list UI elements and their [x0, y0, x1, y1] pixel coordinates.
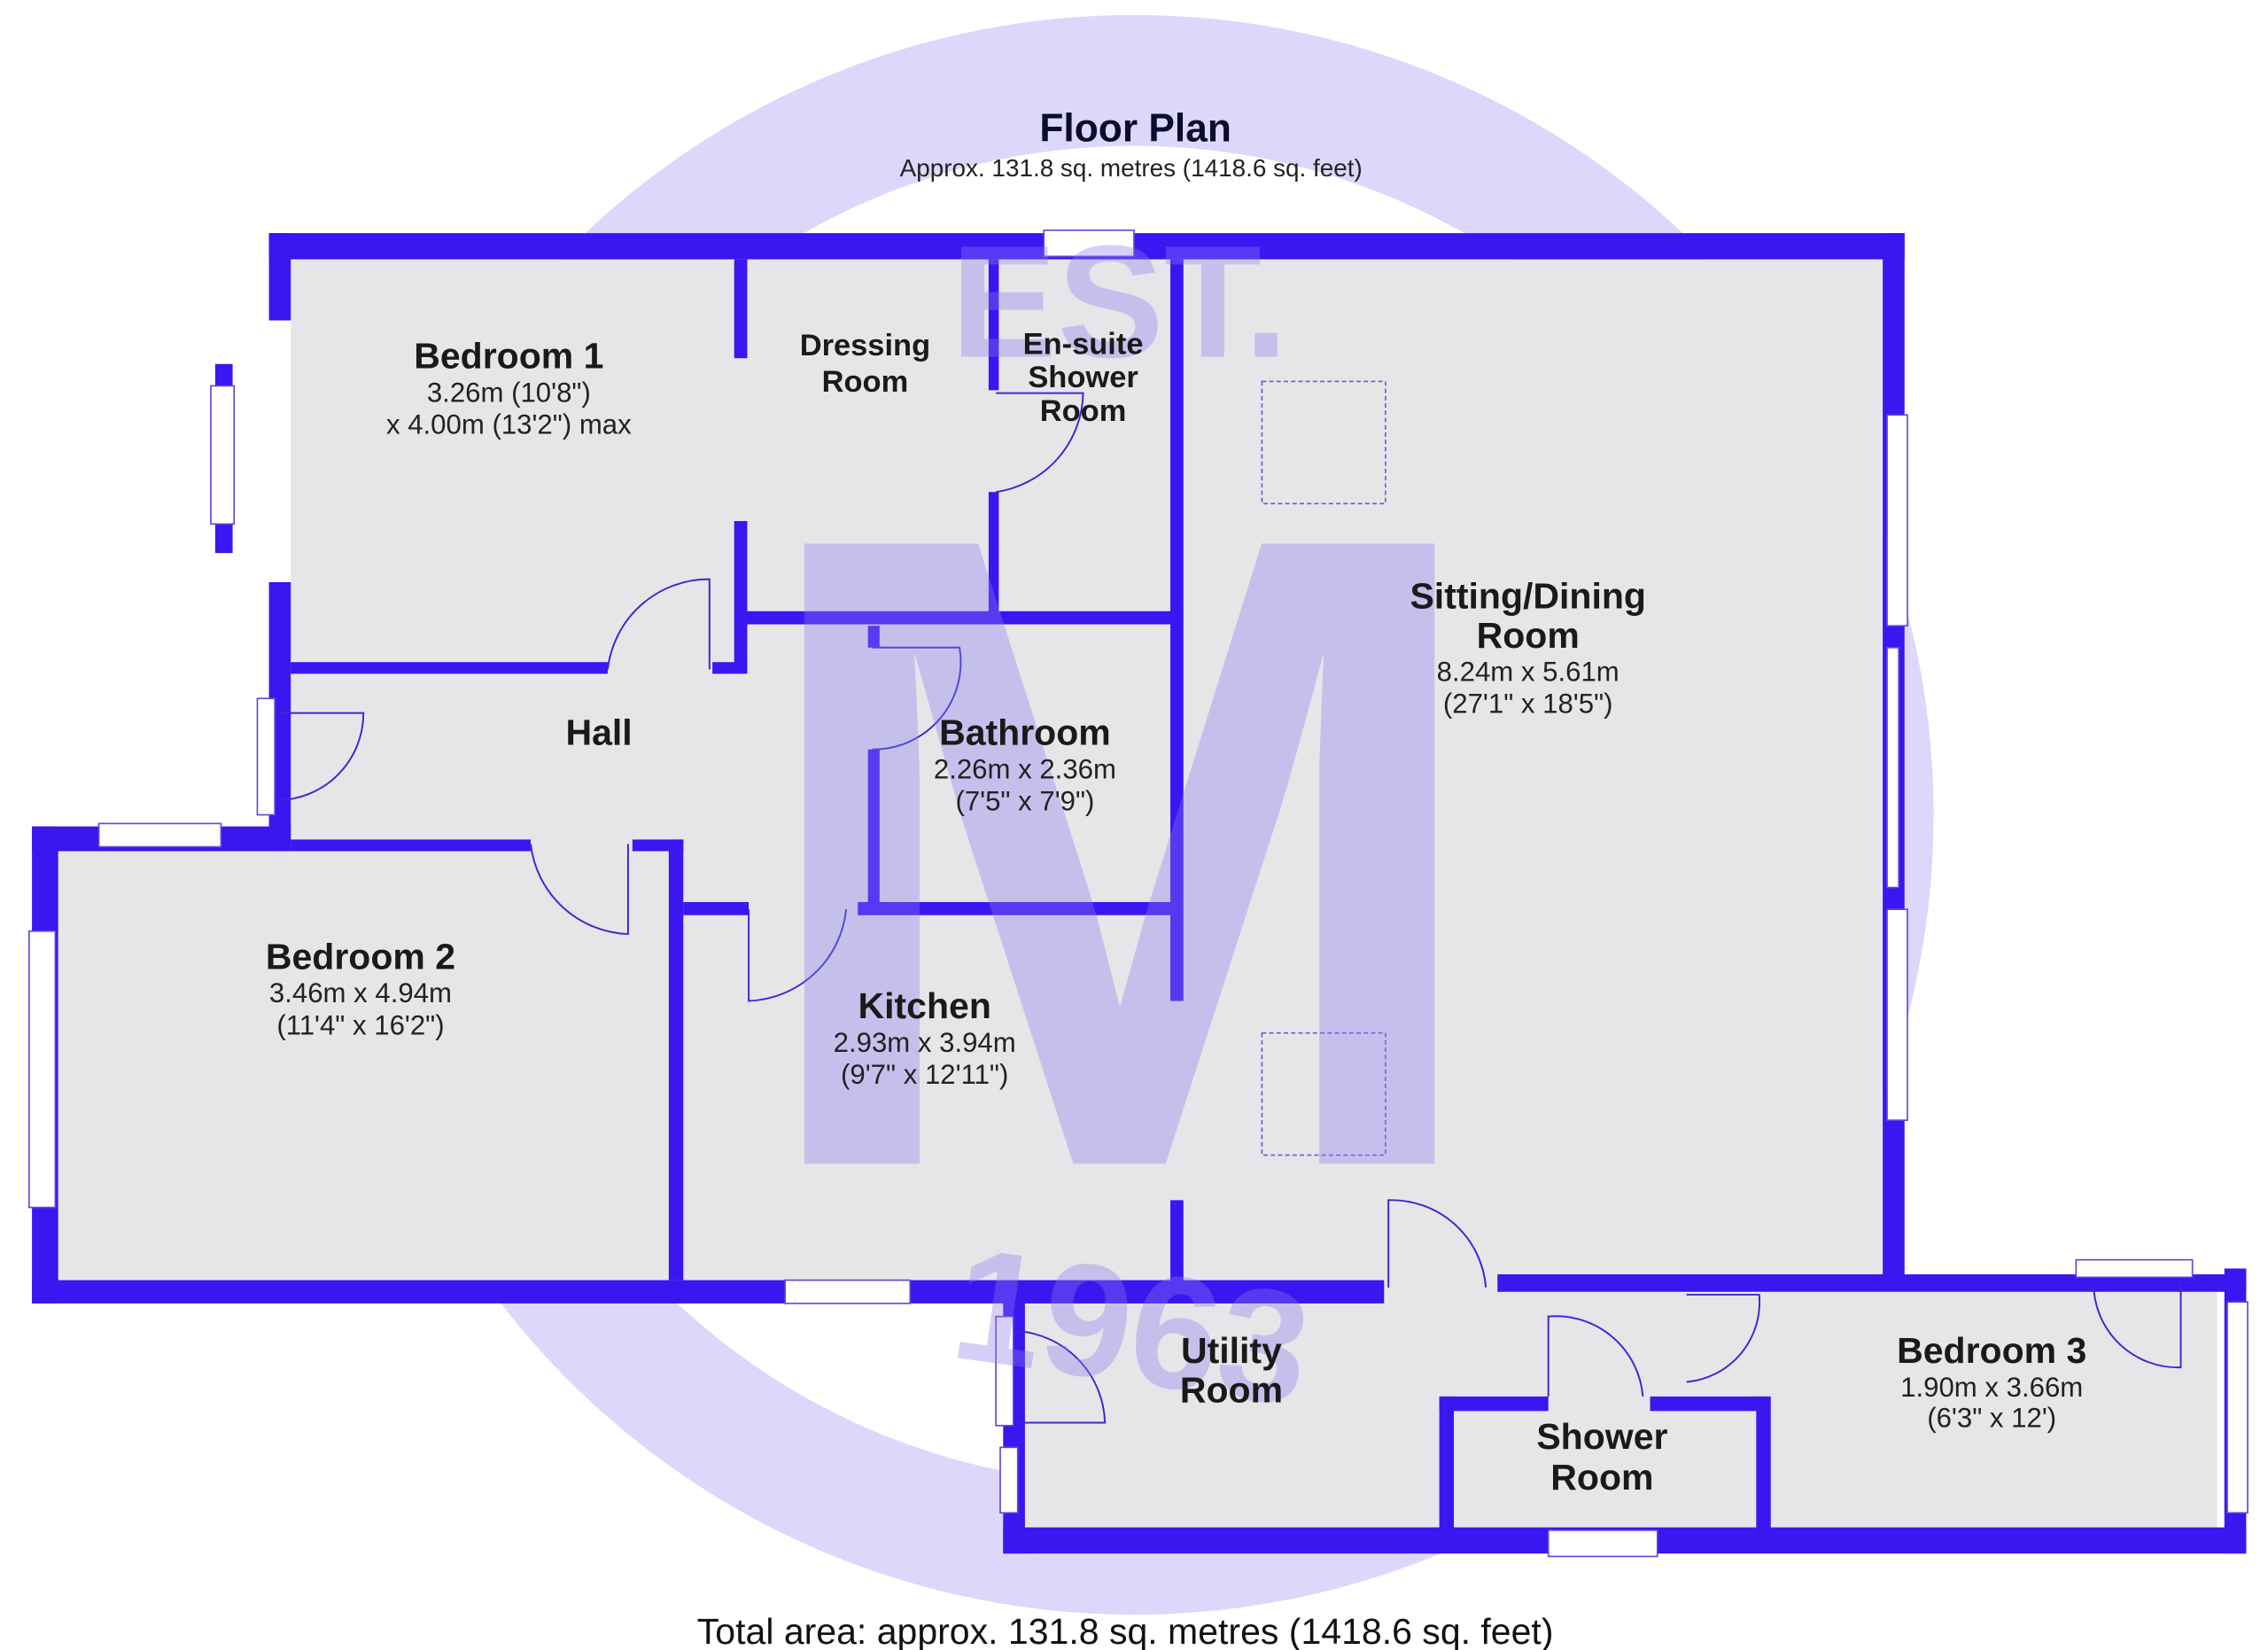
- svg-text:Dressing: Dressing: [800, 329, 930, 362]
- room-utility: Utility Room: [1180, 1330, 1283, 1410]
- svg-text:EST.: EST.: [951, 214, 1288, 392]
- room-dressing: Dressing Room: [800, 329, 930, 399]
- svg-text:Shower: Shower: [1028, 361, 1138, 394]
- watermark-overlay: M EST. 1963: [744, 214, 1495, 1441]
- room-hall: Hall: [565, 712, 632, 753]
- svg-text:2.93m x 3.94m: 2.93m x 3.94m: [834, 1027, 1016, 1058]
- svg-text:Room: Room: [1040, 394, 1127, 428]
- svg-text:Room: Room: [822, 365, 909, 399]
- svg-text:Bedroom 3: Bedroom 3: [1897, 1330, 2086, 1371]
- room-sitting-dining: Sitting/Dining Room 8.24m x 5.61m (27'1"…: [1410, 575, 1646, 719]
- svg-text:Room: Room: [1550, 1457, 1653, 1498]
- svg-text:Bedroom 1: Bedroom 1: [414, 336, 603, 377]
- svg-text:Sitting/Dining: Sitting/Dining: [1410, 575, 1646, 616]
- svg-text:Utility: Utility: [1181, 1330, 1282, 1371]
- room-bathroom: Bathroom 2.26m x 2.36m (7'5" x 7'9"): [934, 712, 1116, 817]
- room-bedroom-3: Bedroom 3 1.90m x 3.66m (6'3" x 12'): [1897, 1330, 2086, 1433]
- room-kitchen: Kitchen 2.93m x 3.94m (9'7" x 12'11"): [834, 985, 1016, 1090]
- svg-text:En-suite: En-suite: [1023, 327, 1144, 361]
- svg-text:1.90m x 3.66m: 1.90m x 3.66m: [1900, 1372, 2083, 1403]
- svg-text:(11'4" x 16'2"): (11'4" x 16'2"): [276, 1009, 444, 1040]
- svg-text:M: M: [744, 347, 1495, 1355]
- svg-text:Room: Room: [1180, 1369, 1283, 1410]
- plan-subtitle: Approx. 131.8 sq. metres (1418.6 sq. fee…: [900, 154, 1363, 182]
- svg-text:Room: Room: [1477, 615, 1580, 656]
- room-shower: Shower Room: [1536, 1416, 1667, 1498]
- svg-text:(6'3" x 12'): (6'3" x 12'): [1927, 1402, 2056, 1433]
- svg-text:x 4.00m (13'2") max: x 4.00m (13'2") max: [386, 409, 632, 440]
- svg-text:2.26m x 2.36m: 2.26m x 2.36m: [934, 753, 1116, 784]
- svg-text:3.26m (10'8"): 3.26m (10'8"): [427, 377, 591, 408]
- room-bedroom-1: Bedroom 1 3.26m (10'8") x 4.00m (13'2") …: [386, 336, 632, 440]
- svg-text:(9'7" x 12'11"): (9'7" x 12'11"): [841, 1059, 1008, 1090]
- plan-title: Floor Plan: [1039, 107, 1231, 151]
- doors: [276, 380, 2182, 1424]
- room-ensuite: En-suite Shower Room: [1023, 327, 1144, 427]
- floor-area: [58, 259, 2218, 1528]
- svg-text:Shower: Shower: [1536, 1416, 1667, 1457]
- svg-text:Kitchen: Kitchen: [858, 985, 990, 1026]
- svg-text:Bedroom 2: Bedroom 2: [266, 936, 455, 977]
- windows: [28, 230, 2249, 1558]
- svg-text:Bathroom: Bathroom: [939, 712, 1111, 753]
- svg-text:8.24m x 5.61m: 8.24m x 5.61m: [1437, 657, 1619, 688]
- svg-text:(27'1" x 18'5"): (27'1" x 18'5"): [1443, 689, 1613, 720]
- svg-text:(7'5" x 7'9"): (7'5" x 7'9"): [955, 786, 1094, 817]
- room-bedroom-2: Bedroom 2 3.46m x 4.94m (11'4" x 16'2"): [266, 936, 455, 1040]
- svg-text:3.46m x 4.94m: 3.46m x 4.94m: [269, 977, 452, 1008]
- total-area: Total area: approx. 131.8 sq. metres (14…: [697, 1611, 1554, 1650]
